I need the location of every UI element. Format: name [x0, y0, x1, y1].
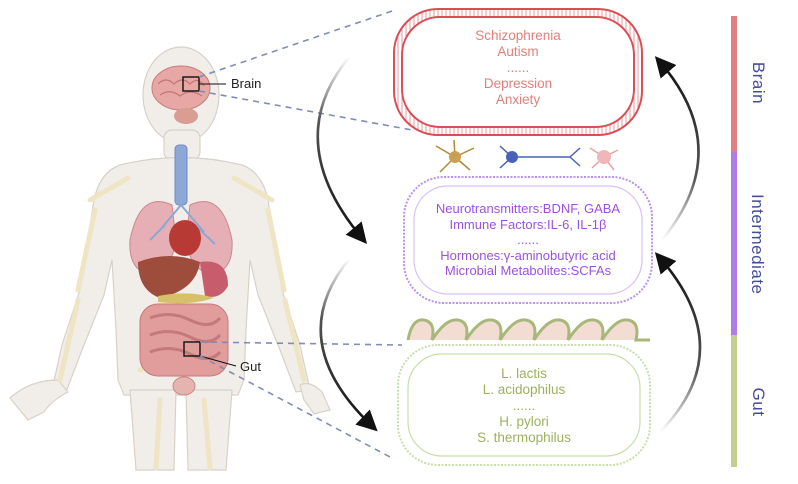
- intermediate-box-line: Immune Factors:IL-6, IL-1β: [449, 216, 607, 232]
- intermediate-box: [403, 176, 653, 304]
- gut-callout-label: Gut: [240, 359, 261, 374]
- side-label-intermediate: Intermediate: [748, 194, 767, 295]
- side-label-brain: Brain: [749, 61, 768, 105]
- neuron-cells-icon: [435, 139, 619, 173]
- gut-box: [397, 344, 651, 466]
- arrow-gut-to-intermediate: [654, 252, 702, 433]
- gut-box-line: H. pylori: [499, 414, 549, 429]
- side-bar-brain: [731, 16, 737, 152]
- gut-box-line: S. thermophilus: [477, 430, 571, 445]
- human-body-illustration: [9, 46, 331, 471]
- intermediate-box-line: Neurotransmitters:BDNF, GABA: [435, 201, 621, 216]
- gut-box-line: L. acidophilus: [482, 382, 566, 397]
- intermediate-box-line: Hormones:γ-aminobutyric acid: [440, 247, 616, 263]
- gut-box-line: ......: [512, 398, 536, 413]
- brain-box-line: ......: [506, 60, 530, 75]
- arrow-intermediate-to-brain: [654, 56, 700, 241]
- intermediate-box-text: Neurotransmitters:BDNF, GABA Immune Fact…: [404, 201, 652, 279]
- gut-box-line: L. lactis: [501, 366, 547, 381]
- arrow-brain-to-intermediate: [316, 55, 368, 244]
- intermediate-box-line: ......: [517, 232, 539, 247]
- intestinal-villi-icon: [406, 318, 650, 342]
- zoom-connector-lines: [198, 9, 413, 458]
- brain-box: [401, 16, 635, 128]
- arrow-intermediate-to-gut: [319, 257, 378, 432]
- gut-focus-box: [183, 341, 201, 357]
- brain-callout-label: Brain: [231, 76, 262, 91]
- intermediate-box-line: Microbial Metabolites:SCFAs: [444, 263, 612, 278]
- brain-box-line: Schizophrenia: [475, 28, 561, 43]
- brain-box-text: Schizophrenia Autism ...... Depression A…: [402, 28, 634, 108]
- brain-box-line: Anxiety: [495, 92, 541, 107]
- brain-box-line: Depression: [483, 76, 553, 91]
- side-bar-gut: [731, 335, 737, 467]
- gut-box-text: L. lactis L. acidophilus ...... H. pylor…: [398, 366, 650, 446]
- side-label-gut: Gut: [749, 387, 768, 417]
- side-bar-intermediate: [731, 152, 737, 335]
- brain-box-line: Autism: [497, 44, 539, 59]
